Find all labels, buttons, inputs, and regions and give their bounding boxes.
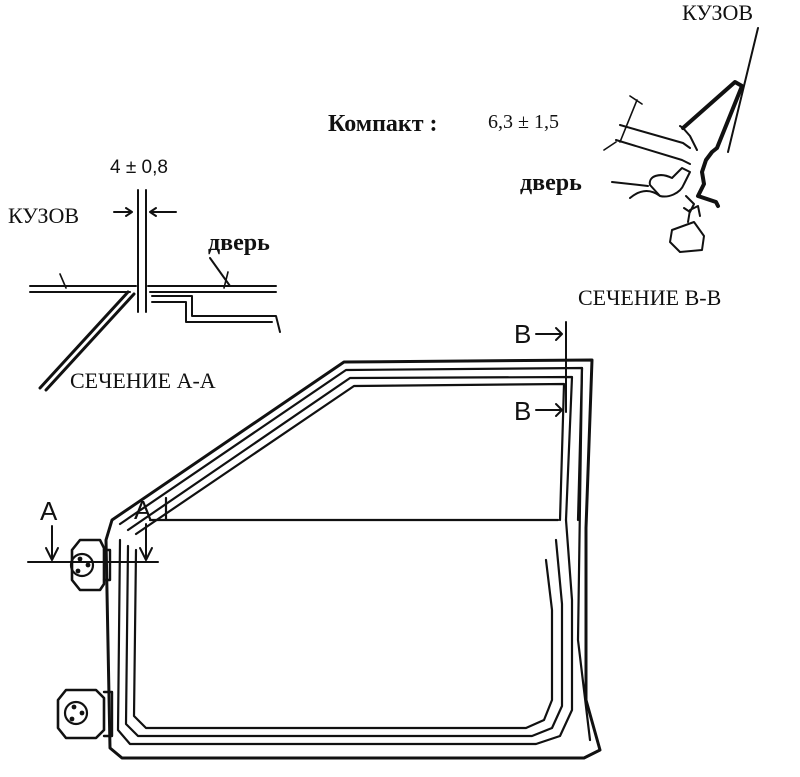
lower-hinge — [56, 688, 114, 740]
marker-a-right: A — [134, 495, 152, 525]
marker-a-left: A — [40, 496, 58, 526]
door-skin-bb — [615, 124, 691, 165]
section-bb-detail: КУЗОВ Компакт : 6,3 ± 1,5 дверь СЕЧЕНИЕ … — [328, 0, 759, 310]
window-frame-line-3 — [134, 382, 566, 536]
body-leader-bb — [727, 27, 759, 153]
body-flange-aa — [29, 285, 137, 293]
section-aa-title: СЕЧЕНИЕ А-А — [70, 368, 216, 393]
door-outer-panel — [104, 358, 602, 760]
body-label-aa: КУЗОВ — [8, 203, 79, 228]
door-inner-profile-aa — [151, 295, 281, 333]
door-inner-edge — [132, 548, 554, 730]
door-label-aa: дверь — [208, 230, 270, 256]
door-trim-neck-bb — [687, 205, 701, 223]
dim-arrow-left-aa — [113, 207, 133, 217]
door-trim-block-bb — [669, 221, 705, 253]
door-label-bb: дверь — [520, 170, 582, 196]
section-bb-title: СЕЧЕНИЕ В-В — [578, 285, 721, 310]
door-leader-aa — [209, 257, 231, 287]
gap-dimension-aa: 4 ± 0,8 — [110, 157, 168, 178]
body-panel-profile-bb — [681, 80, 744, 208]
dim-arrow-right-aa — [149, 207, 177, 217]
marker-b-lower: B — [514, 396, 531, 426]
section-aa-detail: 4 ± 0,8 КУЗОВ дверь СЕЧЕНИЕ А-А — [8, 157, 281, 393]
body-panel-inner-bb — [679, 125, 698, 151]
arrow-a-left — [45, 525, 59, 561]
section-marker-aa: A A — [27, 495, 159, 563]
arrow-b-top — [535, 327, 563, 341]
door-rear-edge — [576, 366, 592, 742]
weatherstrip-lip-bb — [629, 190, 695, 213]
gap-dim-line-bb — [603, 95, 643, 151]
door-flange-aa — [147, 285, 277, 293]
body-diagonal-aa — [38, 290, 136, 392]
body-label-bb: КУЗОВ — [682, 0, 753, 25]
window-frame-line-2 — [126, 375, 574, 532]
section-marker-bb: B B — [514, 319, 567, 426]
marker-b-top: B — [514, 319, 531, 349]
upper-hinge — [69, 538, 112, 592]
door-seal-loop-inner — [124, 538, 564, 738]
extension-lines-aa — [137, 189, 147, 313]
arrow-b-lower — [535, 403, 563, 417]
door-assembly — [104, 358, 602, 760]
weatherstrip-bb — [648, 167, 691, 198]
door-seal-loop — [116, 518, 574, 746]
arrow-a-right — [139, 523, 153, 561]
compact-value: 6,3 ± 1,5 — [488, 111, 559, 133]
compact-label: Компакт : — [328, 111, 438, 137]
belt-line — [148, 496, 560, 522]
door-leader-bb — [611, 181, 649, 187]
